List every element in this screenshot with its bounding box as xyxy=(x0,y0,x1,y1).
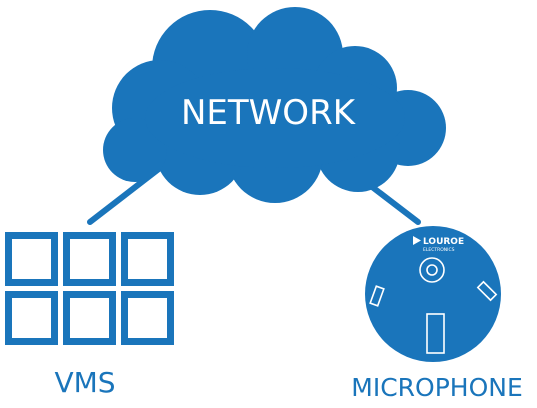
mic-dial-inner xyxy=(426,264,438,276)
microphone-device-icon: LOUROE ELECTRONICS xyxy=(365,226,501,362)
vms-tile xyxy=(63,291,116,345)
network-label: NETWORK xyxy=(181,93,357,133)
mic-slot-bottom xyxy=(426,313,445,354)
brand-subtitle: ELECTRONICS xyxy=(423,247,455,253)
vms-tile xyxy=(121,291,174,345)
vms-tile xyxy=(121,232,174,286)
mic-dial-outer xyxy=(419,257,445,283)
vms-tile xyxy=(5,232,58,286)
vms-tile xyxy=(63,232,116,286)
cloud-icon xyxy=(103,7,446,203)
video-grid-icon xyxy=(5,232,174,345)
mic-slot-left xyxy=(369,285,385,307)
mic-slot-right xyxy=(476,280,498,302)
brand-logo-icon xyxy=(413,236,421,245)
brand-name: LOUROE xyxy=(423,237,464,247)
vms-tile xyxy=(5,291,58,345)
vms-label: VMS xyxy=(54,366,115,399)
microphone-label: MICROPHONE xyxy=(351,373,523,402)
